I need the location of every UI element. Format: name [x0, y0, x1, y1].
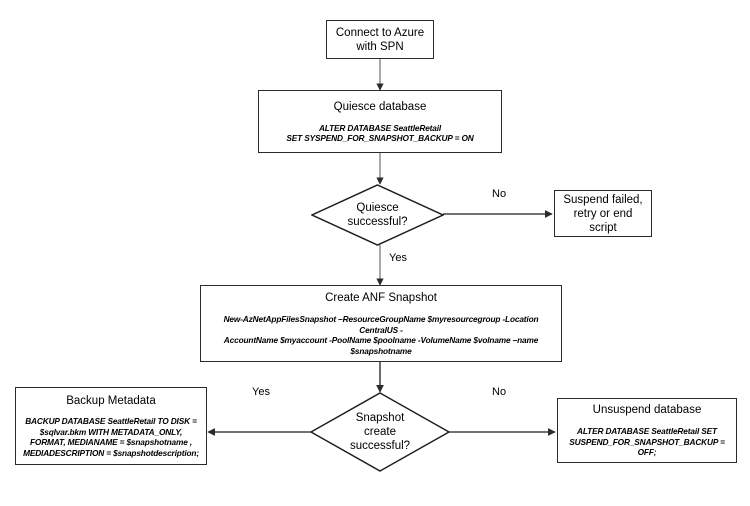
edge-label-quiesce-yes: Yes: [389, 252, 407, 264]
node-quiesce-successful-decision[interactable]: Quiesce successful?: [311, 184, 444, 246]
node-quiesce-successful-label: Quiesce successful?: [347, 202, 408, 228]
decision-diamond-shape: [311, 184, 444, 246]
node-unsuspend-database-title: Unsuspend database: [592, 404, 702, 417]
node-connect-to-azure[interactable]: Connect to Azure with SPN: [326, 20, 434, 59]
node-quiesce-database-title: Quiesce database: [333, 100, 427, 113]
node-backup-metadata-title: Backup Metadata: [66, 395, 156, 407]
decision-diamond-shape: [310, 392, 450, 472]
node-suspend-failed[interactable]: Suspend failed, retry or end script: [554, 190, 652, 237]
node-create-anf-snapshot[interactable]: Create ANF Snapshot New-AzNetAppFilesSna…: [200, 285, 562, 362]
node-unsuspend-database[interactable]: Unsuspend database ALTER DATABASE Seattl…: [557, 398, 737, 463]
node-backup-metadata-code: BACKUP DATABASE SeattleRetail TO DISK = …: [23, 416, 199, 458]
edge-label-quiesce-no: No: [492, 188, 507, 200]
edge-label-snapshot-no: No: [492, 386, 507, 398]
node-backup-metadata[interactable]: Backup Metadata BACKUP DATABASE SeattleR…: [15, 387, 207, 465]
edge-label-snapshot-yes: Yes: [252, 386, 270, 398]
node-create-anf-snapshot-code: New-AzNetAppFilesSnapshot –ResourceGroup…: [223, 314, 539, 356]
node-suspend-failed-title: Suspend failed, retry or end script: [563, 193, 643, 234]
node-unsuspend-database-code: ALTER DATABASE SeattleRetail SET SUSPEND…: [569, 426, 725, 458]
node-snapshot-create-successful-decision[interactable]: Snapshot create successful?: [310, 392, 450, 472]
node-snapshot-create-successful-label: Snapshot create successful?: [349, 412, 411, 452]
node-quiesce-database[interactable]: Quiesce database ALTER DATABASE SeattleR…: [258, 90, 502, 153]
node-quiesce-database-code: ALTER DATABASE SeattleRetail SET SYSPEND…: [286, 122, 474, 144]
node-connect-to-azure-title: Connect to Azure with SPN: [335, 26, 425, 53]
node-create-anf-snapshot-title: Create ANF Snapshot: [325, 292, 437, 304]
